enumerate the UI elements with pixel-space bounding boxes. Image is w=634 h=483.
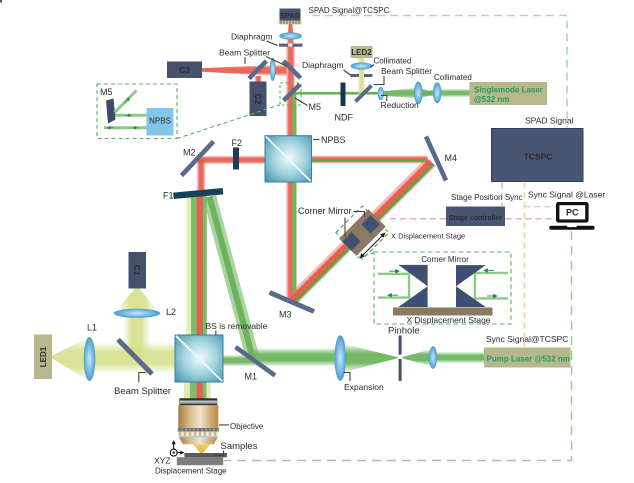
svg-text:Displacement Stage: Displacement Stage: [155, 467, 227, 476]
svg-text:Beam Splitter: Beam Splitter: [114, 386, 171, 397]
svg-text:Diaphragm: Diaphragm: [302, 60, 344, 70]
svg-text:Diaphragm: Diaphragm: [231, 32, 273, 42]
svg-text:M1: M1: [245, 372, 258, 382]
svg-text:NPBS: NPBS: [321, 135, 346, 145]
svg-text:C1: C1: [132, 265, 142, 276]
svg-text:M2: M2: [183, 148, 196, 158]
svg-text:Reduction: Reduction: [381, 100, 420, 110]
svg-text:M3: M3: [279, 310, 292, 320]
svg-text:Stage controller: Stage controller: [449, 215, 503, 222]
svg-text:M5: M5: [309, 102, 322, 112]
svg-text:Collimated: Collimated: [374, 57, 412, 66]
svg-text:LED2: LED2: [351, 48, 372, 57]
svg-text:Sync Signal@TCSPC: Sync Signal@TCSPC: [486, 334, 568, 344]
svg-text:SPAD Signal: SPAD Signal: [525, 116, 574, 126]
svg-text:XYZ: XYZ: [154, 456, 171, 466]
svg-text:Stage Position Sync: Stage Position Sync: [451, 193, 523, 202]
svg-text:Objective: Objective: [230, 422, 264, 431]
svg-text:BS is removable: BS is removable: [206, 321, 268, 331]
svg-text:X Displacement Stage: X Displacement Stage: [406, 315, 490, 325]
svg-text:Expansion: Expansion: [344, 382, 384, 392]
svg-text:C2: C2: [253, 94, 263, 105]
svg-text:Beam Splitter: Beam Splitter: [381, 66, 432, 76]
svg-text:SPAD Signal@TCSPC: SPAD Signal@TCSPC: [309, 6, 390, 15]
svg-text:F2: F2: [232, 138, 243, 148]
svg-text:F1: F1: [163, 191, 174, 201]
svg-text:L1: L1: [87, 323, 97, 333]
svg-text:SPAD: SPAD: [280, 11, 301, 20]
svg-text:M4: M4: [445, 153, 458, 163]
svg-text:L2: L2: [166, 307, 176, 317]
svg-text:Corner Mirror: Corner Mirror: [298, 206, 352, 216]
svg-text:Collimated: Collimated: [434, 73, 472, 82]
svg-text:M5: M5: [100, 87, 113, 97]
svg-text:NPBS: NPBS: [149, 117, 171, 126]
svg-text:LED1: LED1: [39, 346, 48, 367]
svg-text:Sync Signal @Laser: Sync Signal @Laser: [528, 190, 605, 200]
svg-text:Beam Splitter: Beam Splitter: [219, 48, 270, 58]
svg-text:PC: PC: [566, 208, 579, 218]
svg-text:NDF: NDF: [335, 113, 354, 123]
svg-text:Singlemode Laser: Singlemode Laser: [474, 86, 543, 95]
svg-text:Pinhole: Pinhole: [388, 326, 420, 337]
svg-text:C3: C3: [179, 65, 190, 75]
svg-text:@532 nm: @532 nm: [474, 95, 509, 104]
svg-text:Samples: Samples: [221, 441, 258, 452]
svg-text:Corner Mirror: Corner Mirror: [421, 255, 469, 264]
svg-text:TCSPC: TCSPC: [524, 152, 553, 162]
svg-text:X Displacement Stage: X Displacement Stage: [391, 232, 465, 241]
svg-text:Pump Laser @532 nm: Pump Laser @532 nm: [487, 355, 570, 364]
